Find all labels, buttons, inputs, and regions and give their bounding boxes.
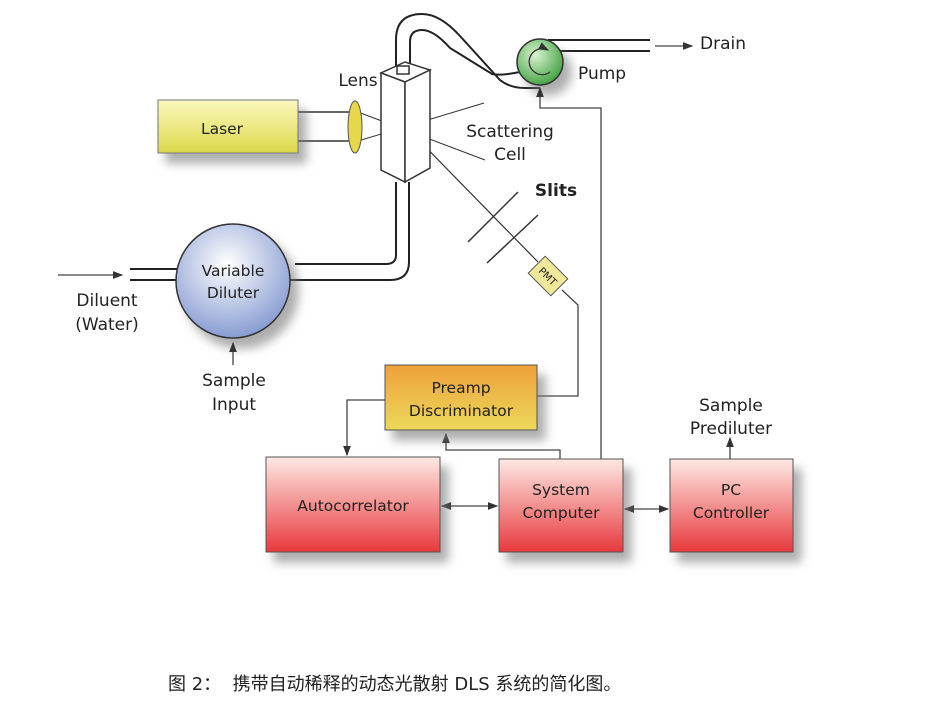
scattering-cell xyxy=(379,61,433,184)
pmt-box: PMT xyxy=(527,255,569,297)
preamp-label: Preamp xyxy=(431,379,490,397)
autocorrelator-label: Autocorrelator xyxy=(297,497,409,515)
tube-cell-to-pump-inner xyxy=(409,28,521,76)
computer-label: Computer xyxy=(522,504,600,522)
water-label: (Water) xyxy=(75,315,139,335)
laser-box xyxy=(157,99,299,154)
autocorrelator-box xyxy=(265,456,441,553)
variable-diluter xyxy=(175,223,291,339)
diluter-label-2: Diluter xyxy=(207,284,260,302)
laser-label: Laser xyxy=(201,120,244,138)
system-label: System xyxy=(532,481,590,499)
controller-label: Controller xyxy=(693,504,770,522)
cell-label: Cell xyxy=(494,145,526,165)
pmt-to-preamp-wire xyxy=(537,289,579,397)
diluent-label: Diluent xyxy=(76,291,138,311)
preamp-discriminator-box xyxy=(384,364,538,431)
drain-label: Drain xyxy=(700,34,746,54)
pump-icon xyxy=(516,38,564,86)
rotation-arrow-icon xyxy=(528,42,551,76)
lens-label: Lens xyxy=(338,71,377,91)
pump-label: Pump xyxy=(578,64,626,84)
tube-cell-to-diluter-inner xyxy=(295,182,397,265)
tube-cell-to-diluter-outer xyxy=(290,182,410,281)
pc-controller-box xyxy=(669,458,794,553)
prediluter-label: Prediluter xyxy=(690,419,772,439)
slit-right xyxy=(486,214,539,264)
scattering-label: Scattering xyxy=(466,122,554,142)
slit-left xyxy=(467,191,519,243)
discriminator-label: Discriminator xyxy=(409,402,514,420)
input-label: Input xyxy=(212,395,256,415)
diluter-label-1: Variable xyxy=(202,262,265,280)
sample-label: Sample xyxy=(202,371,266,391)
computer-to-pump-line xyxy=(536,86,602,460)
lens-icon xyxy=(347,100,363,154)
pc-label: PC xyxy=(721,481,741,499)
slits-label: Slits xyxy=(535,181,577,201)
computer-to-preamp-arrow xyxy=(442,432,561,459)
system-computer-box xyxy=(498,458,624,553)
tube-cell-to-pump-outer xyxy=(395,12,540,89)
prediluter-sample-label: Sample xyxy=(699,396,763,416)
preamp-to-autocorrelator-arrow xyxy=(343,399,385,457)
figure-caption: 图 2： 携带自动稀释的动态光散射 DLS 系统的简化图。 xyxy=(168,674,622,695)
